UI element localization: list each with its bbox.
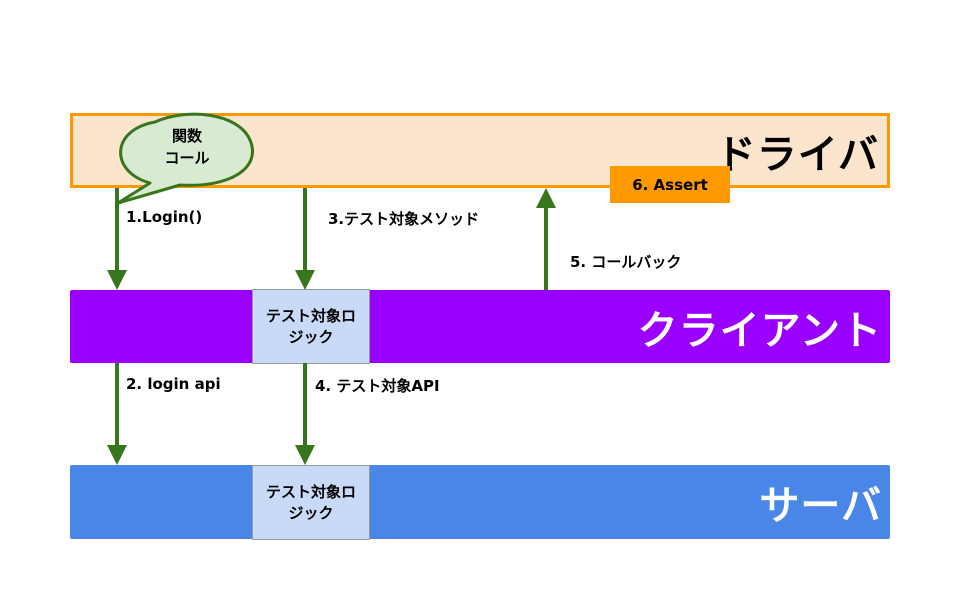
arrow-label-target-method: 3.テスト対象メソッド <box>328 210 480 228</box>
client-label: クライアント <box>637 307 882 354</box>
arrow-label-target-api: 4. テスト対象API <box>315 377 440 395</box>
arrow-label-callback: 5. コールバック <box>570 253 682 271</box>
server-label: サーバ <box>759 483 882 529</box>
server-logic-box: テスト対象ロ ジック <box>252 465 370 540</box>
callout-bubble <box>116 112 254 205</box>
arrow-label-login: 1.Login() <box>126 208 203 226</box>
assert-box: 6. Assert <box>610 166 730 203</box>
client-logic-box: テスト対象ロ ジック <box>252 289 370 364</box>
driver-label: ドライバ <box>715 131 879 178</box>
server-layer: サーバ <box>70 465 890 539</box>
client-layer: クライアント <box>70 290 890 363</box>
arrow-label-login-api: 2. login api <box>126 375 221 393</box>
callout-text: 関数 コール <box>164 127 210 167</box>
